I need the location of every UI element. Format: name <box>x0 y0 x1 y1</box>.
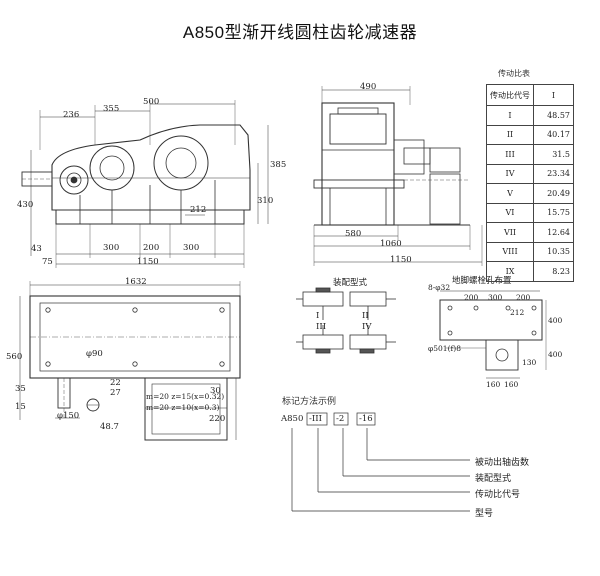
gear-spec: m=20 z=15(x=0.32) <box>146 392 225 401</box>
assembly-label: IV <box>362 322 372 332</box>
dim-label: 130 <box>522 358 537 367</box>
dim-label: 212 <box>190 205 207 215</box>
dim-label: 1632 <box>125 277 147 287</box>
dim-label: φ501(f)8 <box>428 344 461 353</box>
marking-code-ratio: -III <box>309 414 322 424</box>
dim-label: 200 <box>143 243 160 253</box>
dim-label: φ90 <box>86 349 103 359</box>
dim-label: 1150 <box>390 255 412 265</box>
ratio-value: 23.34 <box>533 163 574 184</box>
dim-label: 27 <box>110 388 121 398</box>
ratio-code: V <box>486 183 534 204</box>
marking-legend: 被动出轴齿数 <box>475 458 530 468</box>
dim-label: φ150 <box>57 411 80 421</box>
ratio-value: 31.5 <box>533 144 574 165</box>
ratio-value: 20.49 <box>533 183 574 204</box>
assembly-diagrams <box>296 287 396 354</box>
dim-label: 400 <box>548 350 563 359</box>
ratio-code: IV <box>486 163 534 184</box>
ratio-code: III <box>486 144 534 165</box>
bolt-layout-title: 地脚螺栓孔布置 <box>452 276 512 286</box>
dim-label: 310 <box>257 196 274 206</box>
dim-label: 490 <box>360 82 377 92</box>
dim-label: 8-φ32 <box>428 283 451 292</box>
dim-label: 200 <box>516 293 531 302</box>
dim-label: 212 <box>510 308 525 317</box>
assembly-label: I <box>316 311 320 321</box>
bolt-layout <box>439 290 547 379</box>
dim-label: 300 <box>488 293 503 302</box>
dim-label: 500 <box>143 97 160 107</box>
ratio-code: VIII <box>486 241 534 262</box>
ratio-header-value: I <box>533 84 574 106</box>
dim-label: 300 <box>103 243 120 253</box>
dim-label: 22 <box>110 378 121 388</box>
dim-label: 160 <box>486 380 501 389</box>
dim-label: 236 <box>63 110 80 120</box>
dim-label: 300 <box>183 243 200 253</box>
ratio-value: 8.23 <box>533 261 574 282</box>
dim-label: 160 <box>504 380 519 389</box>
ratio-value: 48.57 <box>533 105 574 126</box>
dim-label: 35 <box>15 384 26 394</box>
dim-label: 43 <box>31 244 42 254</box>
dim-label: 75 <box>42 257 53 267</box>
ratio-code: I <box>486 105 534 126</box>
dim-label: 48.7 <box>100 422 119 432</box>
marking-title: 标记方法示例 <box>282 397 337 407</box>
drawing-title: A850型渐开线圆柱齿轮减速器 <box>182 23 418 42</box>
ratio-table-caption: 传动比表 <box>498 69 530 78</box>
ratio-code: VII <box>486 222 534 243</box>
dim-label: 560 <box>6 352 23 362</box>
dim-label: 15 <box>15 402 26 412</box>
marking-code-teeth: -16 <box>359 414 373 424</box>
dim-label: 1060 <box>380 239 402 249</box>
dim-label: 1150 <box>137 257 159 267</box>
front-view <box>21 100 269 268</box>
marking-legend: 装配型式 <box>475 474 512 484</box>
ratio-header-code: 传动比代号 <box>486 84 534 106</box>
marking-legend: 型号 <box>475 509 494 519</box>
ratio-value: 10.35 <box>533 241 574 262</box>
dim-label: 30 <box>210 386 221 396</box>
dim-label: 430 <box>17 200 34 210</box>
assembly-label: III <box>316 322 327 332</box>
marking-legend: 传动比代号 <box>475 490 521 500</box>
marking-leaders <box>291 412 470 512</box>
dim-label: 220 <box>209 414 226 424</box>
marking-code-model: A850 <box>281 414 304 424</box>
ratio-code: IX <box>486 261 534 282</box>
ratio-code: VI <box>486 202 534 223</box>
plan-view <box>19 281 241 441</box>
dim-label: 200 <box>464 293 479 302</box>
ratio-value: 15.75 <box>533 202 574 223</box>
gear-spec: m=20 z=10(x=0.3) <box>146 403 220 412</box>
side-view <box>313 86 483 266</box>
assembly-label: II <box>362 311 369 321</box>
marking-code-assembly: -2 <box>336 414 345 424</box>
dim-label: 385 <box>270 160 287 170</box>
assembly-title: 装配型式 <box>333 278 368 288</box>
ratio-value: 12.64 <box>533 222 574 243</box>
dim-label: 400 <box>548 316 563 325</box>
dim-label: 355 <box>103 104 120 114</box>
ratio-value: 40.17 <box>533 124 574 145</box>
dim-label: 580 <box>345 229 362 239</box>
ratio-code: II <box>486 124 534 145</box>
